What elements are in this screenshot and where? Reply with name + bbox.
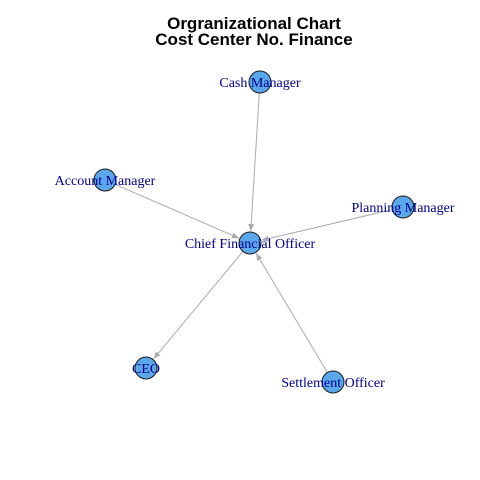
node-circle-chief-financial-officer <box>238 231 262 255</box>
node-label-chief-financial-officer: Chief Financial Officer <box>185 237 316 252</box>
node-label-account-manager: Account Manager <box>55 174 156 189</box>
node-circle-cash-manager <box>248 70 272 94</box>
node-chief-financial-officer: Chief Financial Officer <box>185 231 316 255</box>
node-circle-ceo <box>134 356 158 380</box>
node-ceo: CEO <box>132 356 160 380</box>
node-account-manager: Account Manager <box>55 168 156 192</box>
edge-account-manager-to-chief-financial-officer <box>114 183 240 239</box>
node-label-settlement-officer: Settlement Officer <box>281 376 385 391</box>
chart-title-line-2: Cost Center No. Finance <box>155 30 352 49</box>
edge-planning-manager-to-chief-financial-officer <box>261 209 393 242</box>
chart-title-line-1: Orgranizational Chart <box>167 14 341 33</box>
node-circle-settlement-officer <box>321 370 345 394</box>
node-circle-account-manager <box>93 168 117 192</box>
edges-layer <box>114 92 393 373</box>
node-label-cash-manager: Cash Manager <box>219 76 301 91</box>
edge-cash-manager-to-chief-financial-officer <box>248 92 260 232</box>
edge-chief-financial-officer-to-ceo <box>153 251 244 360</box>
chart-title: Orgranizational Chart Cost Center No. Fi… <box>155 14 352 49</box>
node-label-ceo: CEO <box>132 362 160 377</box>
node-settlement-officer: Settlement Officer <box>281 370 385 394</box>
node-cash-manager: Cash Manager <box>219 70 301 94</box>
node-label-planning-manager: Planning Manager <box>351 201 454 216</box>
node-planning-manager: Planning Manager <box>351 195 455 219</box>
edge-settlement-officer-to-chief-financial-officer <box>255 253 328 373</box>
node-circle-planning-manager <box>391 195 415 219</box>
